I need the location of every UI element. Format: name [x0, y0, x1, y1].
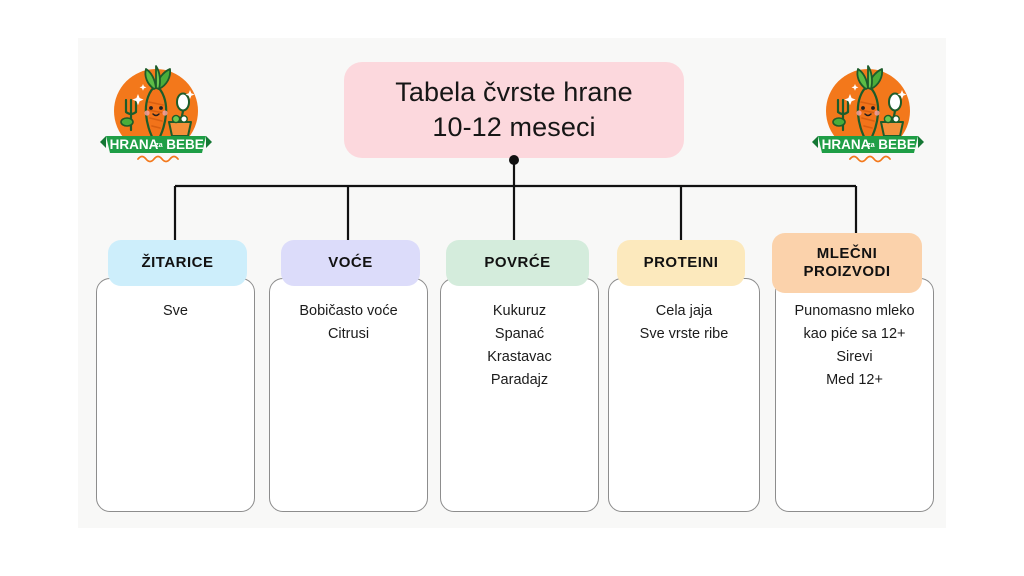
- category-label-zitarice: ŽITARICE: [141, 254, 214, 272]
- carrot-icon: [856, 65, 884, 146]
- category-label-povrce: POVRĆE: [484, 254, 551, 272]
- category-label-voce: VOĆE: [328, 254, 373, 272]
- fork-icon: [120, 98, 138, 132]
- list-item: Bobičasto voće: [299, 303, 398, 319]
- logo-banner-end: BEBE: [878, 137, 916, 152]
- sparkle-icon: [844, 84, 907, 106]
- category-card-proteini[interactable]: [608, 278, 760, 512]
- list-item: Sve: [163, 303, 188, 319]
- logo-banner-main: HRANA: [822, 137, 871, 152]
- sparkle-icon: [132, 84, 195, 106]
- category-card-zitarice[interactable]: [96, 278, 255, 512]
- category-label-mlecni-line2: PROIZVODI: [803, 263, 891, 280]
- category-items-proteini: Cela jaja Sve vrste ribe: [608, 300, 760, 345]
- logo-ribbon: HRANA za BEBE: [812, 136, 924, 163]
- list-item: Citrusi: [327, 326, 370, 343]
- list-item: Paradajz: [490, 372, 549, 389]
- category-header-zitarice[interactable]: ŽITARICE: [108, 240, 247, 286]
- fork-icon: [832, 98, 850, 132]
- diagram-title: Tabela čvrste hrane 10-12 meseci: [344, 62, 684, 158]
- logo-banner-small: za: [867, 142, 875, 149]
- title-line-2: 10-12 meseci: [432, 112, 596, 142]
- list-item: Cela jaja: [655, 303, 713, 319]
- category-header-proteini[interactable]: PROTEINI: [617, 240, 745, 286]
- list-item: Med 12+: [826, 372, 883, 389]
- spoon-icon: [888, 92, 902, 128]
- category-items-mlecni-proizvodi: Punomasno mleko kao piće sa 12+ Sirevi M…: [775, 300, 934, 391]
- category-header-povrce[interactable]: POVRĆE: [446, 240, 589, 286]
- carrot-icon: [144, 65, 172, 146]
- basket-icon: [168, 114, 192, 137]
- category-items-povrce: Kukuruz Spanać Krastavac Paradajz: [440, 300, 599, 391]
- logo-banner-end: BEBE: [166, 137, 204, 152]
- logo-ribbon: HRANA za BEBE: [100, 136, 212, 163]
- category-header-mlecni-proizvodi[interactable]: MLEČNI PROIZVODI: [772, 233, 922, 293]
- list-item: Spanać: [494, 326, 545, 343]
- brand-logo-right: HRANA za BEBE: [810, 56, 926, 166]
- title-line-1: Tabela čvrste hrane: [395, 77, 633, 108]
- category-items-voce: Bobičasto voće Citrusi: [269, 300, 428, 345]
- list-item: Sirevi: [836, 349, 873, 366]
- category-label-proteini: PROTEINI: [643, 254, 719, 272]
- list-item: Punomasno mleko: [794, 303, 915, 319]
- brand-logo-left: HRANA za BEBE: [98, 56, 214, 166]
- category-items-zitarice: Sve: [96, 300, 255, 322]
- list-item: Krastavac: [487, 349, 552, 366]
- basket-icon: [880, 114, 904, 137]
- logo-banner-small: za: [155, 142, 163, 149]
- list-item: Sve vrste ribe: [639, 326, 729, 343]
- list-item: kao piće sa 12+: [803, 326, 906, 343]
- logo-banner-main: HRANA: [110, 137, 159, 152]
- category-label-mlecni-line1: MLEČNI: [816, 245, 878, 263]
- category-card-povrce[interactable]: [440, 278, 599, 512]
- spoon-icon: [176, 92, 190, 128]
- list-item: Kukuruz: [492, 303, 547, 319]
- category-header-voce[interactable]: VOĆE: [281, 240, 420, 286]
